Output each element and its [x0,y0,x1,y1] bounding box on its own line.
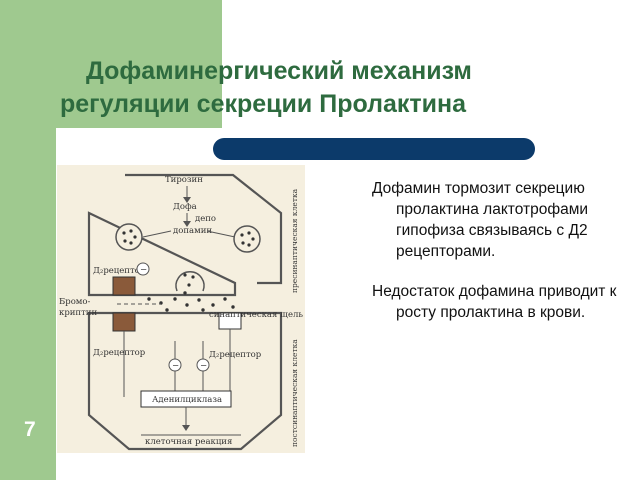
receptor-right-label: Д₂рецептор [209,350,262,360]
dopamine-label: допамин [173,226,212,236]
tyrosine-label: Тирозин [165,175,203,185]
vesicle-left [115,223,143,251]
receptor-left-label: Д₂рецептор [93,348,146,358]
presynaptic-cell-label: пресинаптическая клетка [290,188,299,293]
adenylate-cyclase-label: Аденилциклаза [152,395,222,405]
inhibit-sign-left: − [172,361,179,371]
postsynaptic-cell-label: постсинаптическая клетка [290,339,299,447]
arrow-to-right-vesicle [206,230,236,238]
d2-receptor-postsynaptic-left [112,312,136,332]
arrowhead-1 [183,197,191,203]
receptor-top-label: Д₂рецептор [93,266,146,276]
page-number: 7 [24,418,36,441]
inhibit-circle-top [136,262,150,276]
cell-reaction-label: клеточная реакция [145,437,232,447]
green-sidebar [0,0,56,480]
vesicle-right [233,225,261,253]
inhibit-sign-right: − [200,361,207,371]
slide-title: Дофаминергический механизм регуляции сек… [60,55,600,121]
bromocriptine-label-2: криптин [59,308,97,318]
postsynaptic-cell-outline [87,311,283,451]
title-line-1: Дофаминергический механизм [86,57,472,85]
depot-label: депо [195,214,216,224]
bullet-text-1: Дофамин тормозит секрецию пролактина лак… [372,180,589,260]
dopamine-molecules [147,291,235,312]
bullet-list: Дофамин тормозит секрецию пролактина лак… [372,178,627,342]
vesicle-releasing [175,271,205,292]
bullet-item: Дофамин тормозит секрецию пролактина лак… [372,178,627,262]
dopa-label: Дофа [173,202,197,212]
diagram-svg: Тирозин Дофа депо допамин [59,173,303,451]
bromocriptine-label-1: Бромо- [59,297,91,307]
bullet-text-2: Недостаток дофамина приводит к росту про… [372,283,617,321]
green-corner-block [56,0,222,128]
title-line-2: регуляции секреции Пролактина [60,90,467,118]
arrowhead-2 [183,221,191,227]
arrow-to-left-vesicle [142,230,172,238]
dopamine-diagram: Тирозин Дофа депо допамин [57,165,305,453]
d2-receptor-presynaptic [112,276,136,296]
bullet-item: Недостаток дофамина приводит к росту про… [372,281,627,323]
title-underline-bar [213,138,535,160]
synaptic-cleft-label: синаптическая щель [209,310,303,320]
inhibit-sign-top: − [140,265,147,275]
arrowhead-3 [182,425,190,431]
